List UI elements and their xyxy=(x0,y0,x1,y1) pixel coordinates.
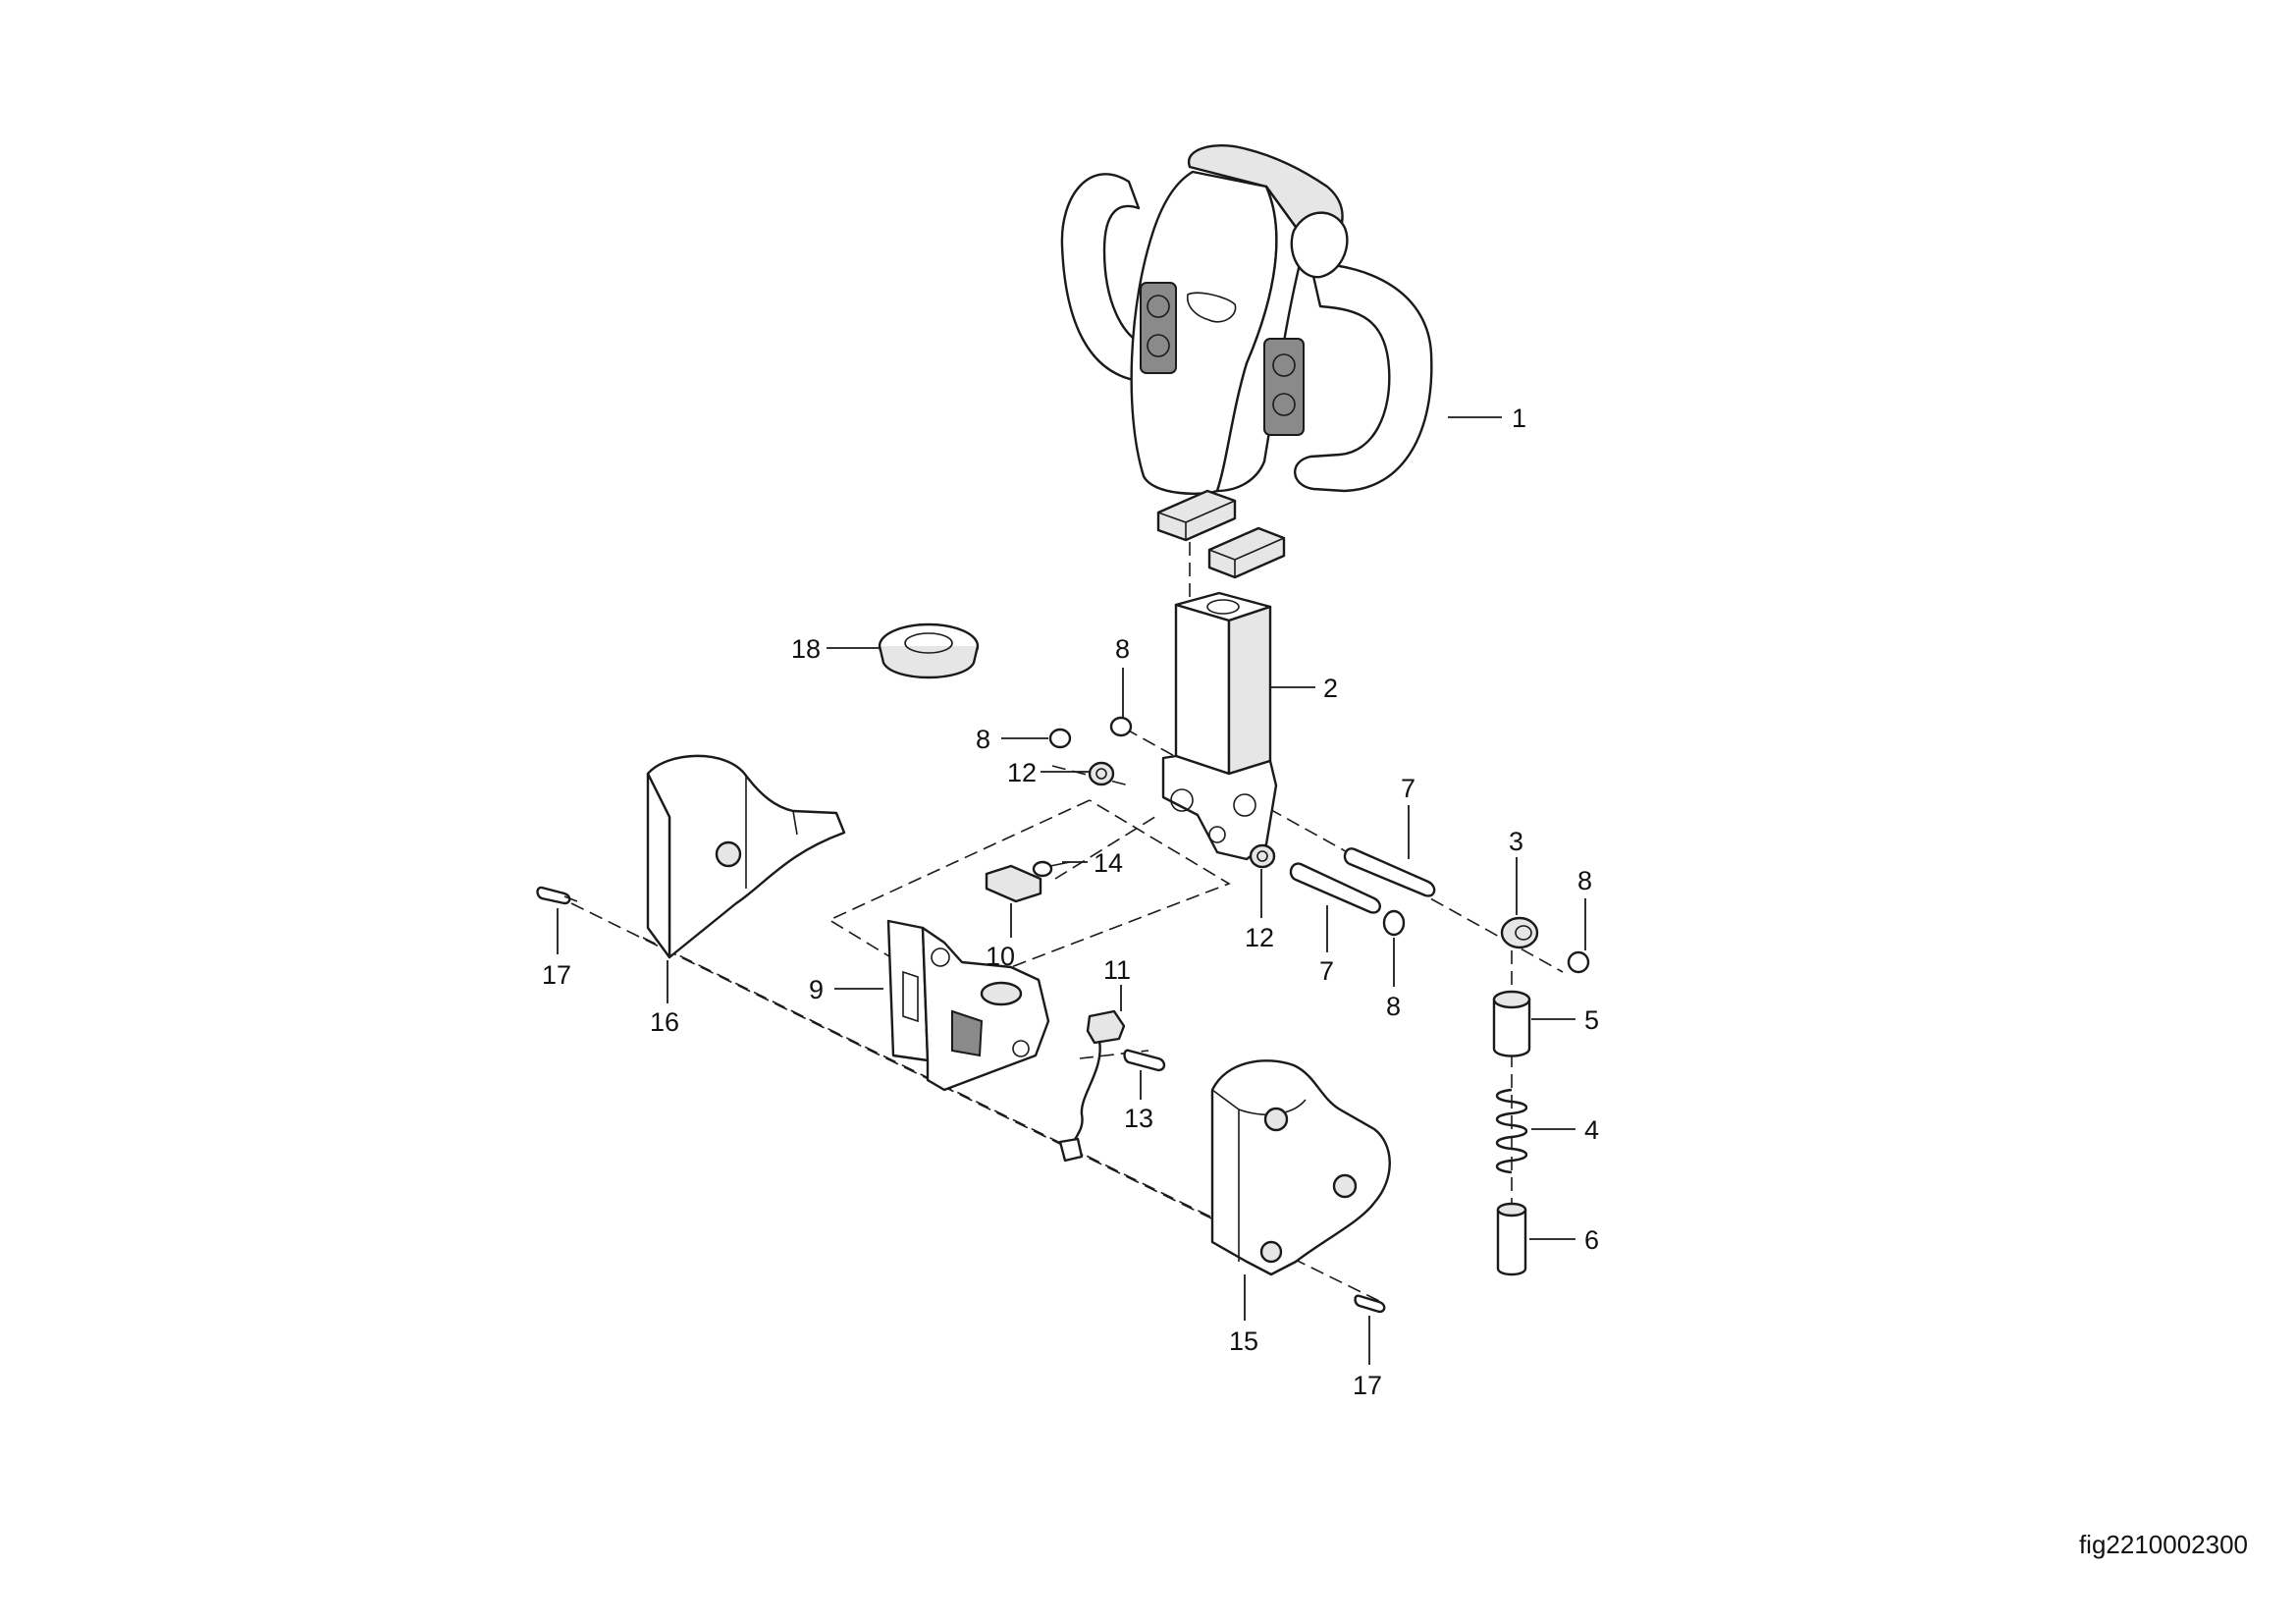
callout-7-b: 7 xyxy=(1319,956,1334,986)
callout-1: 1 xyxy=(1512,404,1526,433)
leader-lines xyxy=(557,416,1586,1365)
bushing-parts-12 xyxy=(1088,761,1276,869)
callout-12-a: 12 xyxy=(1007,758,1037,787)
callout-3: 3 xyxy=(1509,827,1523,856)
callout-10: 10 xyxy=(986,942,1015,971)
callout-6: 6 xyxy=(1584,1225,1599,1255)
tiller-head-part-1 xyxy=(1060,144,1433,495)
sensor-part-11 xyxy=(1058,1009,1126,1163)
bracket-part-9 xyxy=(886,919,1050,1092)
callout-15: 15 xyxy=(1229,1326,1258,1356)
callout-8-b: 8 xyxy=(976,725,990,754)
spring-part-4 xyxy=(1495,1088,1528,1174)
callout-12-b: 12 xyxy=(1245,923,1274,952)
cover-part-15 xyxy=(1210,1059,1391,1276)
callout-7-a: 7 xyxy=(1401,774,1415,803)
callout-8-d: 8 xyxy=(1386,992,1401,1021)
bolt-part-13 xyxy=(1123,1049,1166,1072)
callout-2: 2 xyxy=(1323,674,1338,703)
plunger-part-6 xyxy=(1496,1202,1527,1276)
bolt-part-17-left xyxy=(536,886,578,905)
callout-8-c: 8 xyxy=(1577,866,1592,895)
callout-18: 18 xyxy=(791,634,821,664)
callout-9: 9 xyxy=(809,975,824,1004)
spacer-part-3 xyxy=(1500,916,1539,949)
callout-17-b: 17 xyxy=(1353,1371,1382,1400)
callout-16: 16 xyxy=(650,1007,679,1037)
callout-13: 13 xyxy=(1124,1104,1153,1133)
callout-8-a: 8 xyxy=(1115,634,1130,664)
figure-id: fig2210002300 xyxy=(2079,1530,2248,1559)
tiller-column-part-2 xyxy=(1161,591,1278,861)
callout-5: 5 xyxy=(1584,1005,1599,1035)
circlip-parts-8 xyxy=(1048,716,1590,974)
mounting-pads xyxy=(1156,489,1286,579)
seal-ring-part-18 xyxy=(878,622,980,679)
sleeve-part-5 xyxy=(1492,990,1531,1057)
callout-4: 4 xyxy=(1584,1115,1599,1145)
callout-17-a: 17 xyxy=(542,960,571,990)
key-part-10 xyxy=(985,864,1042,903)
pin-parts-7 xyxy=(1289,847,1436,914)
bolt-part-17-right xyxy=(1354,1294,1386,1314)
callout-labels: 1 2 18 8 8 12 7 3 8 14 12 7 8 10 9 11 17… xyxy=(542,404,1599,1400)
callout-11: 11 xyxy=(1103,955,1131,985)
cover-part-16 xyxy=(646,754,846,959)
callout-14: 14 xyxy=(1094,848,1123,878)
